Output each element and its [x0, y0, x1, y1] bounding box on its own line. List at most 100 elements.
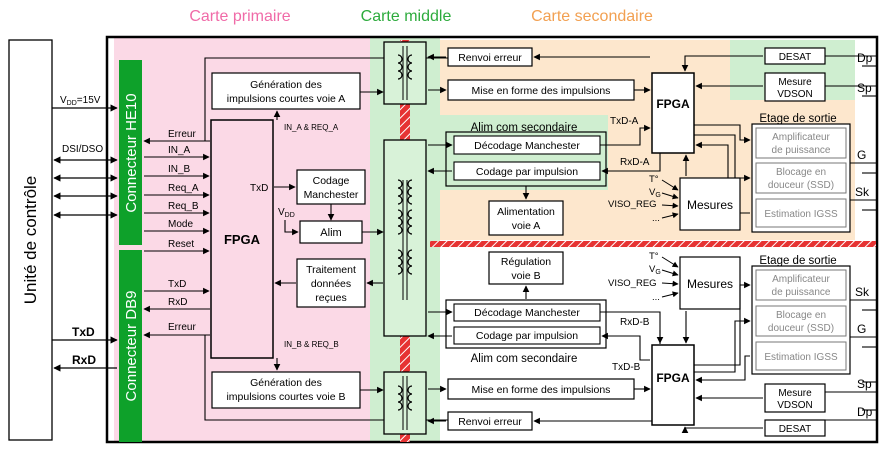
connector-he10: [119, 60, 142, 245]
decodage-a-label: Décodage Manchester: [474, 140, 580, 152]
t-a-label: T°: [649, 174, 659, 185]
dsi-dso-label: DSI/DSO: [62, 144, 103, 155]
pin-in-b: IN_B: [168, 164, 191, 175]
in-a-req-a-label: IN_A & REQ_A: [284, 123, 339, 132]
codage-a-label: Codage par impulsion: [476, 166, 578, 178]
alimentation-a-line2: voie A: [512, 220, 541, 232]
primary-fpga-box: [210, 119, 274, 359]
isolation-barrier-horizontal: [430, 241, 876, 247]
title-carte-secondaire: Carte secondaire: [531, 8, 653, 25]
estimation-a-label: Estimation IGSS: [764, 209, 838, 220]
fpga-a-box: [651, 72, 695, 154]
etage-b-title: Etage de sortie: [759, 255, 836, 267]
blocage-a-line2: douceur (SSD): [768, 180, 834, 191]
main-board-frame: [105, 35, 879, 444]
blocage-b-line1: Blocage en: [776, 310, 826, 321]
alim-com-b-title: Alim com secondaire: [471, 353, 578, 365]
ampli-b-line1: Amplificateur: [772, 274, 830, 285]
pin-erreur-top: Erreur: [168, 129, 196, 140]
desat-b-box: [764, 419, 826, 437]
gen-b-box: [211, 371, 361, 409]
ampli-a-box: [755, 127, 847, 159]
mesure-a-box: [764, 72, 826, 102]
codage-b-box: [453, 326, 601, 345]
rxd-b-label: RxD-B: [620, 317, 650, 328]
g-a-label: G: [857, 148, 866, 162]
connector-db9: [119, 250, 142, 442]
left-rxd-label: RxD: [72, 353, 96, 367]
fpga-b-box: [651, 344, 695, 426]
mesure-b-box: [764, 383, 826, 413]
pin-in-a: IN_A: [168, 145, 191, 156]
regulation-b-line2: voie B: [511, 270, 540, 282]
pin-txd: TxD: [168, 279, 186, 290]
primary-pin-wires: [143, 57, 448, 421]
ampli-a-line1: Amplificateur: [772, 132, 830, 143]
alimentation-a-line1: Alimentation: [497, 206, 555, 218]
mesures-a-box: [679, 177, 741, 231]
blocage-a-line1: Blocage en: [776, 167, 826, 178]
dp-b-label: Dp: [857, 405, 873, 419]
alim-label: Alim: [320, 227, 341, 239]
desat-b-label: DESAT: [779, 424, 812, 435]
ampli-b-box: [755, 269, 847, 301]
t-b-label: T°: [649, 251, 659, 262]
alim-com-b-frame: [445, 299, 607, 349]
blocage-b-line2: douceur (SSD): [768, 323, 834, 334]
sp-a-label: Sp: [857, 81, 872, 95]
alimentation-a-box: [488, 200, 564, 236]
estimation-b-box: [755, 341, 847, 371]
estimation-b-label: Estimation IGSS: [764, 352, 838, 363]
rxd-a-label: RxD-A: [620, 157, 650, 168]
gen-a-box: [211, 72, 361, 110]
mesures-a-label: Mesures: [687, 198, 733, 212]
sp-b-label: Sp: [857, 377, 872, 391]
codage-b-label: Codage par impulsion: [476, 330, 578, 342]
alim-vdd-label: VDD: [278, 207, 295, 219]
estimation-a-box: [755, 198, 847, 228]
gen-a-line2: impulsions courtes voie A: [227, 93, 345, 105]
title-carte-middle: Carte middle: [361, 8, 452, 25]
regulation-b-box: [488, 251, 564, 285]
etage-a-title: Etage de sortie: [759, 113, 836, 125]
viso-a-label: VISO_REG: [608, 199, 657, 210]
traitement-line1: Traitement: [306, 264, 356, 276]
sk-a-label: Sk: [855, 185, 870, 199]
fpga-a-label: FPGA: [656, 97, 690, 111]
ampli-a-line2: de puissance: [772, 145, 831, 156]
dp-a-label: Dp: [857, 51, 873, 65]
dots-b-label: ...: [652, 292, 660, 303]
ampli-b-line2: de puissance: [772, 287, 831, 298]
renvoi-b-label: Renvoi erreur: [458, 416, 522, 428]
codage-line2: Manchester: [304, 189, 359, 201]
primary-fpga-label: FPGA: [224, 232, 261, 247]
mesures-b-label: Mesures: [687, 277, 733, 291]
pin-req-a: Req_A: [168, 183, 199, 194]
mesure-a-line2: VDSON: [777, 89, 813, 100]
blocage-a-box: [755, 162, 847, 194]
txd-b-label: TxD-B: [612, 362, 641, 373]
renvoi-a-label: Renvoi erreur: [458, 52, 522, 64]
codage-a-box: [453, 161, 601, 181]
pin-mode: Mode: [168, 219, 193, 230]
blocage-b-box: [755, 305, 847, 337]
traitement-box: [296, 258, 366, 308]
viso-b-label: VISO_REG: [608, 278, 657, 289]
mesure-b-line1: Mesure: [778, 388, 812, 399]
controller-label: Unité de contrôle: [21, 176, 40, 305]
pin-req-b: Req_B: [168, 201, 199, 212]
desat-a-label: DESAT: [779, 52, 812, 63]
fpga-b-label: FPGA: [656, 371, 690, 385]
mesure-b-line2: VDSON: [777, 400, 813, 411]
vg-b-label: VG: [649, 264, 661, 276]
vg-a-label: VG: [649, 187, 661, 199]
left-signal-wires: [52, 104, 118, 372]
fpga-txd-label: TxD: [250, 183, 268, 194]
transformer-top: [383, 41, 427, 105]
vdd-label: VDD=15V: [60, 95, 101, 107]
g-b-label: G: [857, 322, 866, 336]
pin-erreur-bottom: Erreur: [168, 322, 196, 333]
mise-b-label: Mise en forme des impulsions: [472, 384, 611, 396]
transformer-bottom: [383, 371, 427, 435]
pin-reset: Reset: [168, 239, 194, 250]
